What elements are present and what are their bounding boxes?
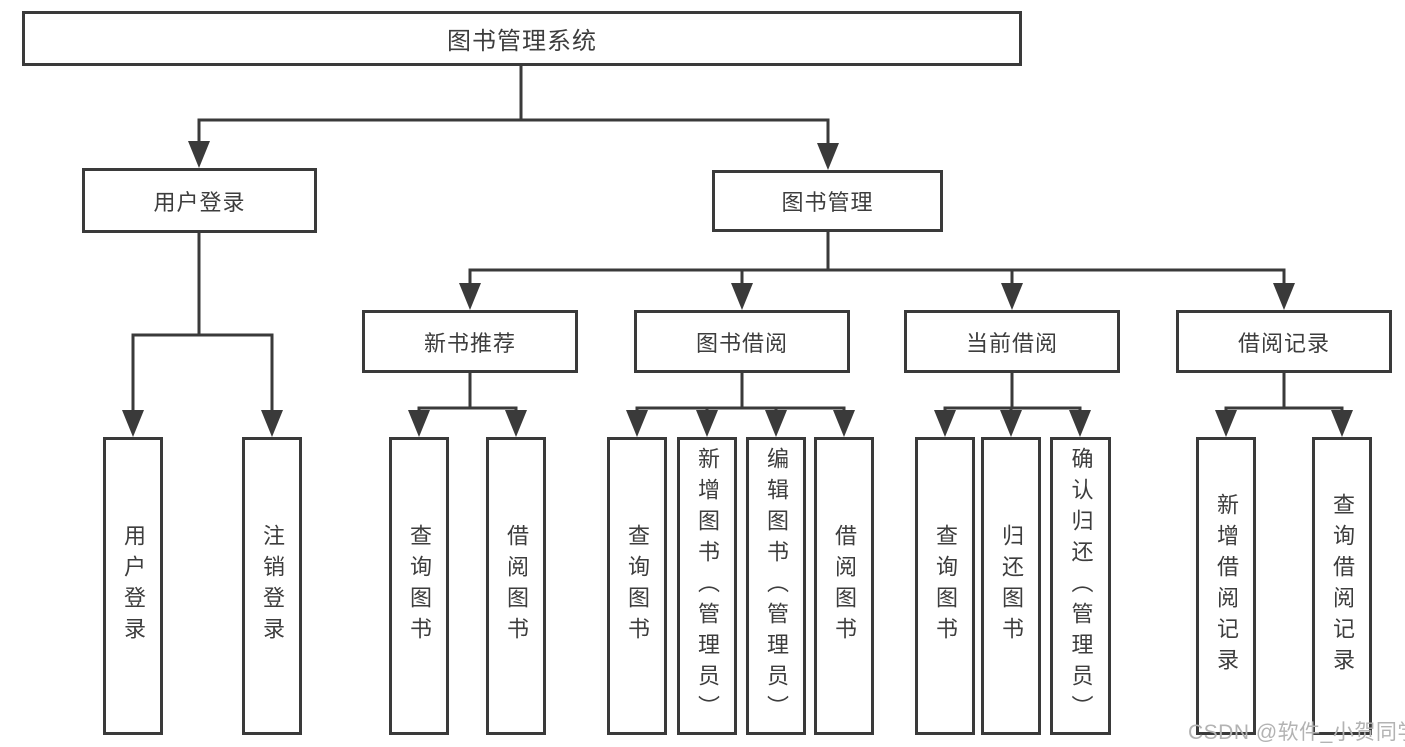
group-book-borrow: 图书借阅: [634, 310, 850, 373]
leaf-query-books-borrow: 查询图书: [607, 437, 667, 735]
leaf-query-borrow-record: 查询借阅记录: [1312, 437, 1372, 735]
branch-book-management: 图书管理: [712, 170, 943, 232]
leaf-borrow-books: 借阅图书: [814, 437, 874, 735]
leaf-add-borrow-record: 新增借阅记录: [1196, 437, 1256, 735]
leaf-query-books-current: 查询图书: [915, 437, 975, 735]
branch-user-login: 用户登录: [82, 168, 317, 233]
leaf-query-books-recommend: 查询图书: [389, 437, 449, 735]
group-current-borrow: 当前借阅: [904, 310, 1120, 373]
leaf-add-book-admin: 新增图书（管理员）: [677, 437, 737, 735]
leaf-user-login: 用户登录: [103, 437, 163, 735]
leaf-logout: 注销登录: [242, 437, 302, 735]
group-borrow-records: 借阅记录: [1176, 310, 1392, 373]
leaf-borrow-books-recommend: 借阅图书: [486, 437, 546, 735]
leaf-confirm-return-admin: 确认归还（管理员）: [1050, 437, 1111, 735]
leaf-return-book: 归还图书: [981, 437, 1041, 735]
leaf-edit-book-admin: 编辑图书（管理员）: [746, 437, 806, 735]
watermark: CSDN @软件_小贺同学: [1188, 721, 1405, 744]
group-new-book-recommend: 新书推荐: [362, 310, 578, 373]
root-box: 图书管理系统: [22, 11, 1022, 66]
